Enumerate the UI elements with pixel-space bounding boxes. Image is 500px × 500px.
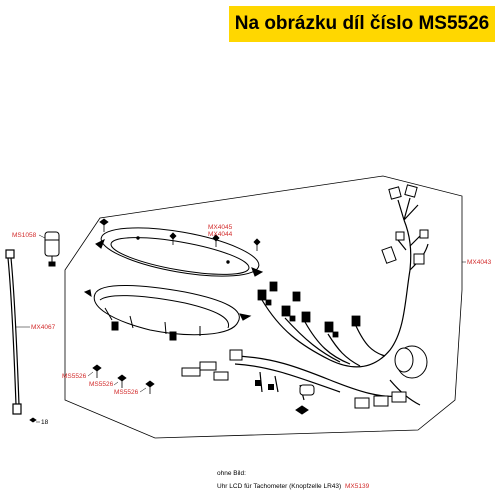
label-mx4043: MX4043 — [467, 259, 492, 266]
assembly-outline — [64, 175, 463, 439]
banner-text: Na obrázku díl číslo MS5526 — [234, 13, 490, 34]
wiring-harness — [229, 197, 429, 406]
indicator-buzzer — [394, 345, 428, 379]
ms1058-part — [44, 231, 60, 267]
label-callout-18: 18 — [41, 419, 49, 426]
footer-item-code: MX5139 — [345, 483, 370, 490]
harness-connectors — [381, 184, 429, 265]
footer-item-text: Uhr LCD für Tachometer (Knopfzelle LR43) — [217, 483, 342, 490]
label-mx4044: MX4044 — [208, 231, 233, 238]
ms5526-screws — [29, 364, 155, 423]
instrument-housing — [83, 285, 252, 341]
label-ms1058: MS1058 — [12, 232, 37, 239]
footer-heading: ohne Bild: — [217, 470, 246, 477]
instrument-cover — [95, 227, 264, 277]
part-number-banner: Na obrázku díl číslo MS5526 — [229, 6, 495, 42]
leader-lines — [16, 234, 466, 423]
label-mx4045: MX4045 — [208, 224, 233, 231]
label-ms5526-c: MS5526 — [114, 389, 139, 396]
label-ms5526-b: MS5526 — [89, 381, 114, 388]
label-ms5526-a: MS5526 — [62, 373, 87, 380]
cable-clips — [255, 380, 274, 390]
speedometer-cable — [5, 249, 22, 415]
cover-screws — [99, 218, 261, 251]
label-mx4067: MX4067 — [31, 324, 56, 331]
plug-connectors — [181, 349, 407, 415]
